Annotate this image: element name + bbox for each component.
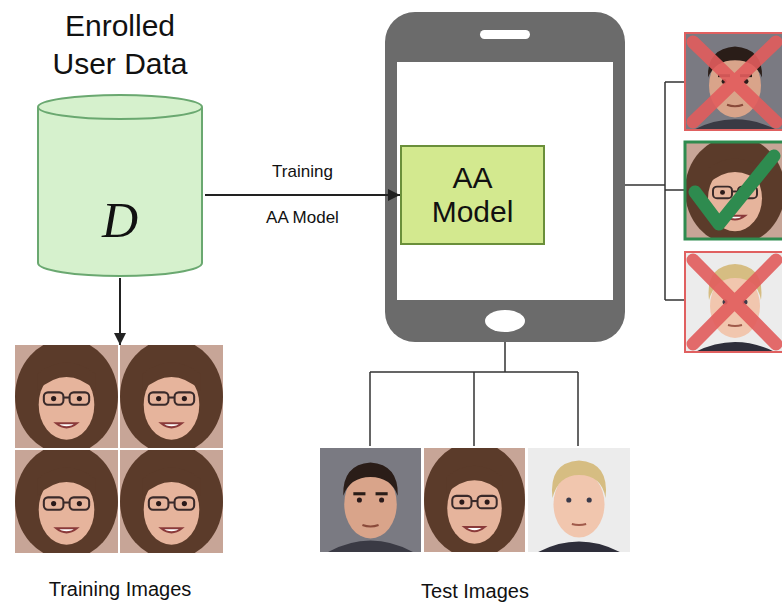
phone-speaker (480, 30, 530, 39)
training-photo (15, 444, 118, 559)
test-photo (320, 448, 421, 552)
model-label: AA Model (410, 161, 535, 230)
image-caption: Test Images (318, 579, 632, 603)
phone-body (385, 12, 625, 342)
result-photo (685, 252, 782, 352)
phone-screen (397, 62, 613, 300)
reject-cross (693, 42, 776, 122)
training-photo (120, 339, 223, 454)
cylinder-body (38, 107, 202, 276)
edge-label: Training AA Model (260, 149, 345, 241)
image-caption: Training Images (15, 577, 225, 601)
image-group: Test Images (318, 446, 632, 606)
phone-button (485, 310, 525, 332)
result-frame (685, 142, 782, 239)
cylinder-top (38, 95, 202, 119)
result-photo (685, 33, 782, 130)
reject-cross (693, 260, 776, 344)
training-photo (120, 444, 223, 559)
result-frame (685, 252, 782, 352)
store-heading: Enrolled User Data (35, 5, 205, 83)
model-box: AA Model (400, 145, 545, 245)
result-photo (685, 136, 782, 245)
bracket-line (370, 342, 578, 446)
training-photo (15, 339, 118, 454)
image-group: Training Images (15, 345, 225, 605)
result-frame (685, 33, 782, 130)
connector-arrow (205, 194, 400, 196)
store-symbol: D (35, 192, 205, 248)
test-photo (424, 442, 525, 558)
bracket-line (625, 82, 685, 300)
connector-arrow (119, 278, 121, 345)
data-store: Enrolled User DataD (35, 5, 205, 278)
cylinder-outline (35, 93, 205, 278)
accept-check (695, 156, 774, 224)
test-photo (528, 448, 630, 552)
